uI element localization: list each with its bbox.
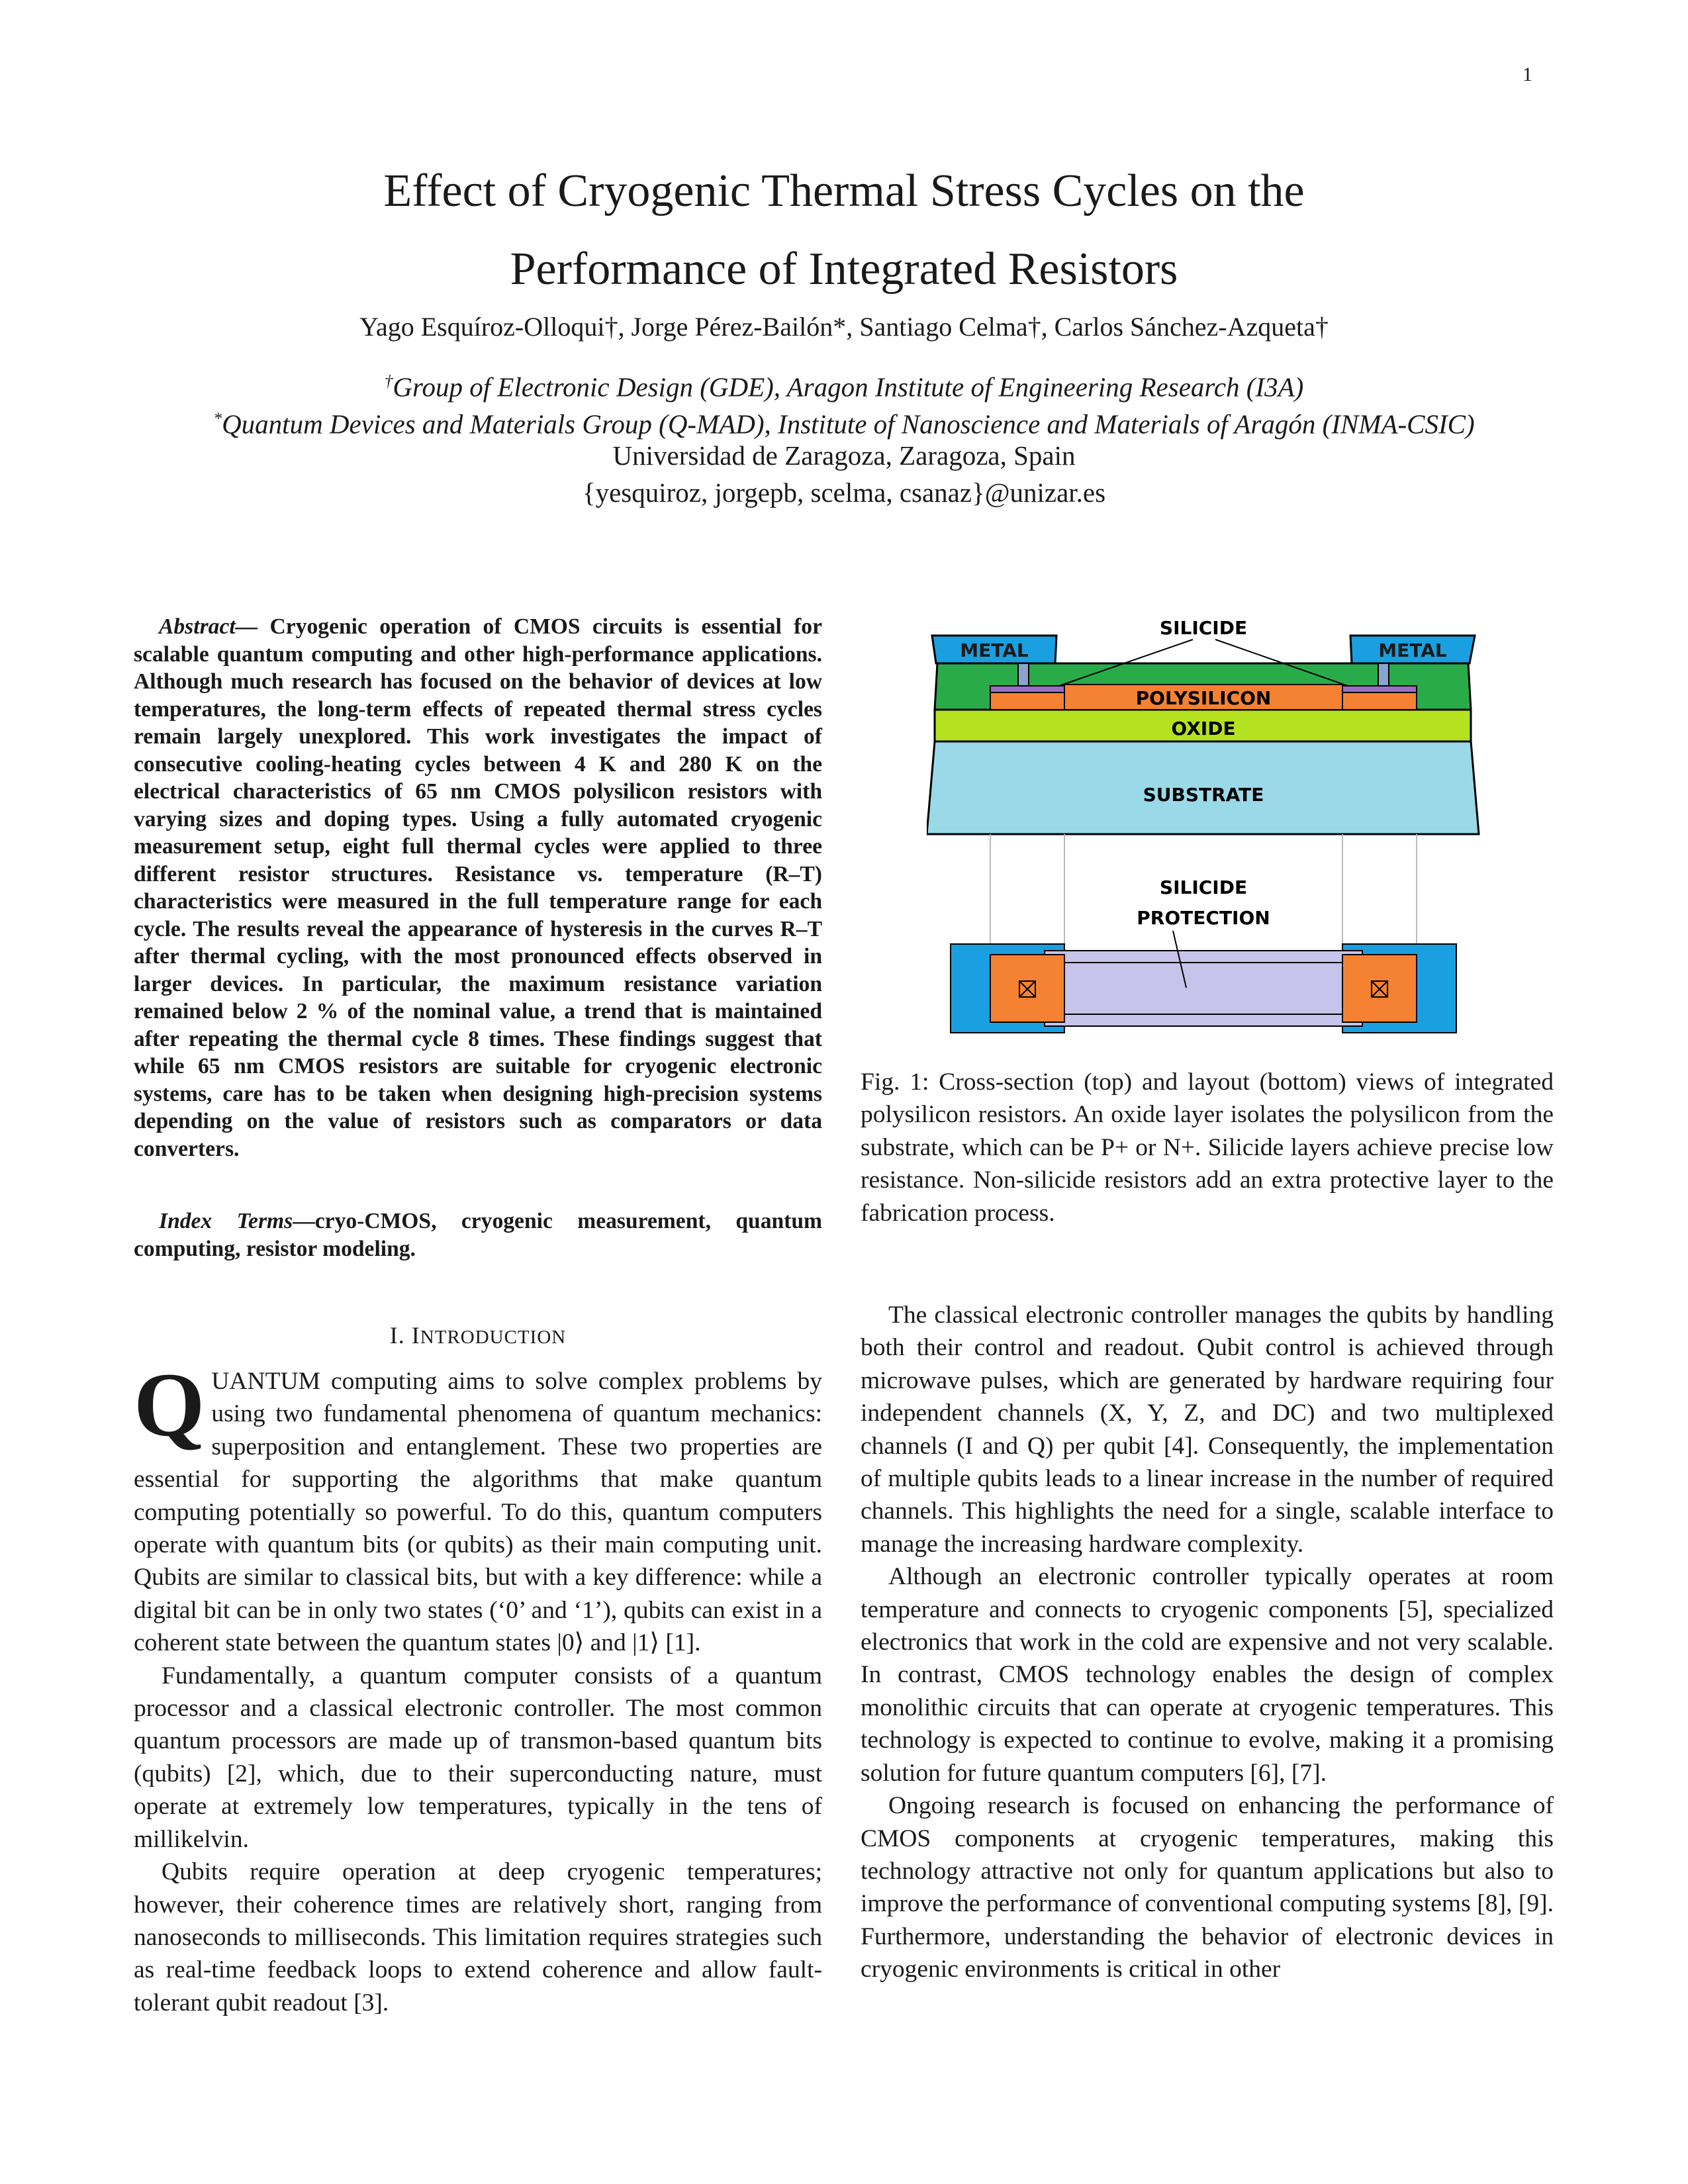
polysilicon-left bbox=[990, 692, 1065, 710]
drop-cap: Q bbox=[134, 1354, 205, 1455]
via-left bbox=[1017, 663, 1029, 687]
index-terms-lead: Index Terms bbox=[159, 1209, 293, 1233]
affiliation-qmad-text: Quantum Devices and Materials Group (Q-M… bbox=[222, 408, 1475, 440]
paper-title: Effect of Cryogenic Thermal Stress Cycle… bbox=[132, 152, 1556, 309]
label-substrate: SUBSTRATE bbox=[1143, 784, 1264, 806]
protection-pointer bbox=[1172, 930, 1187, 988]
label-silicide: SILICIDE bbox=[1160, 617, 1247, 639]
section-title-rest: NTRODUCTION bbox=[420, 1327, 567, 1348]
abstract-text: Cryogenic operation of CMOS circuits is … bbox=[134, 614, 822, 1161]
index-terms: Index Terms—cryo-CMOS, cryogenic measure… bbox=[134, 1208, 822, 1262]
affiliation-mark: * bbox=[213, 409, 222, 428]
label-metal-right: METAL bbox=[1378, 640, 1447, 661]
contact-right bbox=[1371, 980, 1388, 998]
contact-left bbox=[1019, 980, 1036, 998]
section-heading: I. INTRODUCTION bbox=[134, 1321, 822, 1349]
author-list: Yago Esquíroz-Olloqui†, Jorge Pérez-Bail… bbox=[359, 312, 1329, 342]
affiliation-qmad: *Quantum Devices and Materials Group (Q-… bbox=[0, 400, 1688, 443]
section-number: I. bbox=[389, 1322, 405, 1349]
author-emails: {yesquiroz, jorgepb, scelma, csanaz}@uni… bbox=[582, 477, 1106, 508]
label-oxide: OXIDE bbox=[1171, 718, 1235, 739]
intro-right-column: The classical electronic controller mana… bbox=[861, 1299, 1554, 1986]
index-terms-text: —cryo-CMOS, cryogenic measurement, quant… bbox=[134, 1209, 822, 1261]
paragraph: Although an electronic controller typica… bbox=[861, 1563, 1554, 1787]
title-line-2: Performance of Integrated Resistors bbox=[510, 244, 1178, 295]
silicide-left bbox=[990, 685, 1065, 693]
paragraph: Qubits require operation at deep cryogen… bbox=[134, 1858, 822, 2017]
metal-right bbox=[1349, 634, 1476, 665]
title-line-1: Effect of Cryogenic Thermal Stress Cycle… bbox=[383, 166, 1305, 216]
affiliation-university: Universidad de Zaragoza, Zaragoza, Spain bbox=[612, 440, 1076, 471]
silicide-pointer-left bbox=[1058, 639, 1194, 687]
figure-1: SILICIDE METAL METAL POLYSILICON OXIDE S… bbox=[925, 616, 1483, 1039]
polysilicon-right bbox=[1342, 692, 1417, 710]
abstract-lead: Abstract— bbox=[159, 614, 258, 639]
via-right bbox=[1378, 663, 1389, 687]
paragraph-text: UANTUM computing aims to solve complex p… bbox=[134, 1368, 822, 1657]
layout-polysilicon-body bbox=[1064, 962, 1343, 1015]
abstract: Abstract— Cryogenic operation of CMOS ci… bbox=[134, 613, 822, 1163]
silicide-right bbox=[1342, 685, 1417, 693]
affiliation-mark: † bbox=[384, 372, 393, 391]
affiliation-gde-text: Group of Electronic Design (GDE), Aragon… bbox=[393, 371, 1304, 403]
section-title-first: I bbox=[411, 1322, 420, 1349]
resistor-diagram: SILICIDE METAL METAL POLYSILICON OXIDE S… bbox=[925, 617, 1480, 1033]
metal-left bbox=[931, 634, 1058, 665]
polysilicon-body bbox=[1064, 684, 1343, 710]
figure-caption: Fig. 1: Cross-section (top) and layout (… bbox=[861, 1068, 1554, 1227]
paragraph: The classical electronic controller mana… bbox=[861, 1302, 1554, 1558]
affiliation-gde: †Group of Electronic Design (GDE), Arago… bbox=[0, 363, 1688, 406]
label-metal-left: METAL bbox=[960, 640, 1029, 661]
label-polysilicon: POLYSILICON bbox=[1136, 687, 1272, 709]
label-protection-2: PROTECTION bbox=[1137, 907, 1270, 929]
paragraph: Ongoing research is focused on enhancing… bbox=[861, 1792, 1554, 1983]
label-protection-1: SILICIDE bbox=[1160, 877, 1247, 898]
silicide-pointer-right bbox=[1215, 639, 1348, 687]
page-number: 1 bbox=[1523, 64, 1532, 85]
paragraph: Fundamentally, a quantum computer consis… bbox=[134, 1662, 822, 1853]
